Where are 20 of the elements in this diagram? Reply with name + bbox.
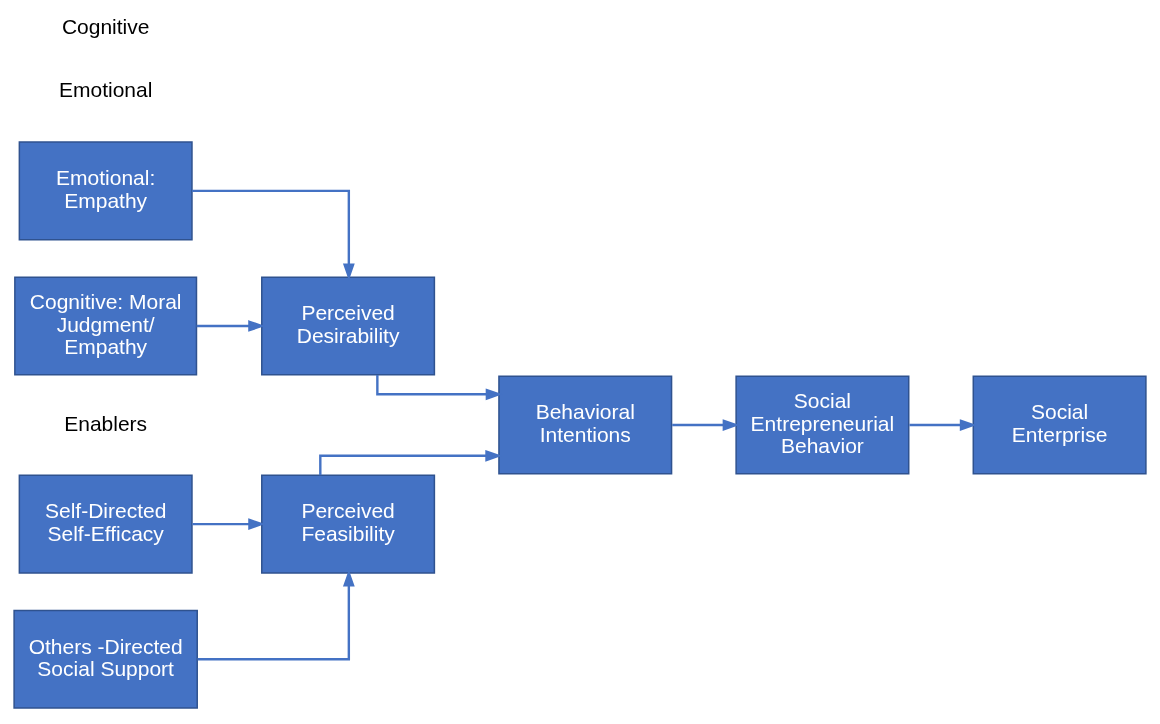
node-box: Self-Directed Self-Efficacy bbox=[18, 474, 193, 574]
arrow bbox=[196, 320, 266, 332]
node-box: Perceived Desirability bbox=[261, 276, 436, 376]
node-box: Social Enterprise bbox=[972, 375, 1147, 475]
node-box: Others -Directed Social Support bbox=[13, 609, 198, 709]
arrow bbox=[376, 374, 503, 401]
node-box: Behavioral Intentions bbox=[498, 375, 673, 475]
label: Enablers bbox=[64, 411, 148, 435]
label: Cognitive bbox=[61, 15, 150, 39]
arrow bbox=[197, 569, 355, 661]
arrow bbox=[192, 189, 355, 281]
arrow bbox=[909, 419, 977, 431]
arrow bbox=[672, 419, 740, 431]
node-box: Social Entrepreneurial Behavior bbox=[735, 375, 910, 475]
node-box: Emotional: Empathy bbox=[18, 141, 193, 241]
arrow bbox=[192, 518, 266, 530]
arrow bbox=[319, 449, 503, 476]
node-box: Perceived Feasibility bbox=[261, 474, 436, 574]
node-box: Cognitive: Moral Judgment/ Empathy bbox=[14, 276, 198, 376]
label: Emotional bbox=[58, 78, 153, 102]
